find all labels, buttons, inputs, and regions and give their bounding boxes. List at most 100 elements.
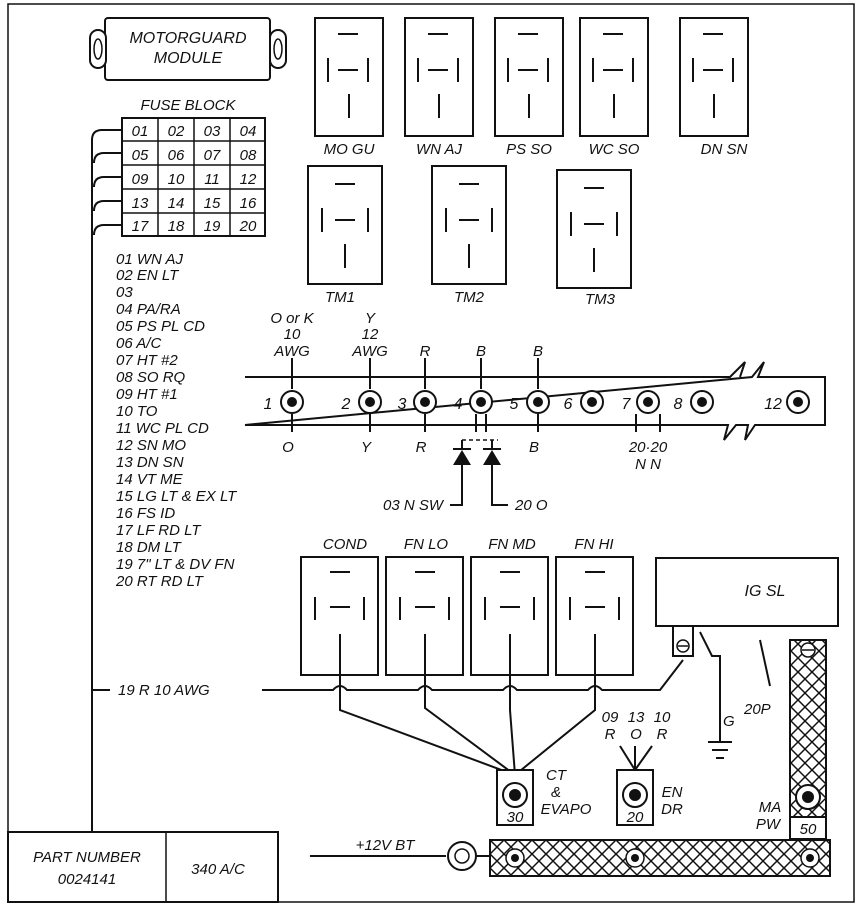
legend-item: 16 FS ID bbox=[116, 505, 175, 522]
fuse-cell: 06 bbox=[168, 147, 185, 164]
awg-label: AWG bbox=[351, 343, 388, 360]
terminal-bottom-labels: O Y R B 20·20 N N bbox=[282, 439, 668, 473]
fuse-cell: 05 bbox=[132, 147, 149, 164]
ma-pw-stud: 50 MA PW bbox=[756, 784, 827, 840]
module-line1: MOTORGUARD bbox=[129, 30, 246, 47]
fuse-cell: 13 bbox=[132, 195, 149, 212]
wire-color-label: R bbox=[420, 343, 431, 360]
wire-color-label: O bbox=[282, 439, 294, 456]
stud-label: EN bbox=[662, 784, 683, 801]
legend-item: 09 HT #1 bbox=[116, 386, 178, 403]
en-wire-num: 10 bbox=[654, 709, 671, 726]
terminal-stud bbox=[690, 390, 714, 414]
relay-tm1: TM1 bbox=[307, 165, 383, 306]
legend-item: 15 LG LT & EX LT bbox=[116, 488, 238, 505]
fuse-cell: 11 bbox=[204, 171, 220, 188]
relay-wn-aj: WN AJ bbox=[404, 17, 474, 158]
ground-label: G bbox=[723, 713, 735, 730]
terminal-stud bbox=[280, 390, 304, 414]
terminal-stud bbox=[786, 390, 810, 414]
stud-label: PW bbox=[756, 816, 782, 833]
wire-color-label: R bbox=[416, 439, 427, 456]
ig-sl-solenoid: IG SL bbox=[655, 557, 839, 657]
en-wire-num: 13 bbox=[628, 709, 645, 726]
part-number-label: PART NUMBER bbox=[33, 849, 141, 866]
relay-label: PS SO bbox=[506, 141, 552, 158]
relay-label: COND bbox=[323, 536, 367, 553]
fuse-cell: 19 bbox=[204, 218, 221, 235]
wire-color-label: Y bbox=[365, 310, 376, 327]
fuse-cell: 16 bbox=[240, 195, 257, 212]
legend-item: 14 VT ME bbox=[116, 471, 184, 488]
terminal-number: 8 bbox=[674, 396, 683, 413]
wire-20p-label: 20P bbox=[743, 701, 771, 718]
relay-label: TM3 bbox=[585, 291, 616, 308]
en-wire-color: O bbox=[630, 726, 642, 743]
fuse-cell: 10 bbox=[168, 171, 185, 188]
legend-item: 08 SO RQ bbox=[116, 369, 186, 386]
relay-label: MO GU bbox=[324, 141, 375, 158]
fuse-cell: 08 bbox=[240, 147, 257, 164]
en-wire-color: R bbox=[657, 726, 668, 743]
en-wire-color: R bbox=[605, 726, 616, 743]
wire-color-label: O or K bbox=[270, 310, 314, 327]
feed-label: 03 N SW bbox=[383, 497, 445, 514]
relay-mo-gu: MO GU bbox=[314, 17, 384, 158]
terminal-strip: 1 2 3 4 5 6 7 8 12 bbox=[244, 358, 826, 441]
relay-label: FN LO bbox=[404, 536, 449, 553]
relay-fn-lo: FN LO bbox=[385, 536, 464, 676]
feed-label: 20 O bbox=[514, 497, 548, 514]
module-line2: MODULE bbox=[154, 50, 223, 67]
fuse-cell: 18 bbox=[168, 218, 185, 235]
ig-sl-label: IG SL bbox=[745, 583, 786, 600]
relay-dn-sn: DN SN bbox=[679, 17, 749, 158]
relay-wc-so: WC SO bbox=[579, 17, 649, 158]
awg-label: AWG bbox=[273, 343, 310, 360]
page-frame bbox=[7, 3, 855, 903]
terminal-number: 4 bbox=[454, 396, 463, 413]
stud-label: DR bbox=[661, 801, 683, 818]
legend-item: 02 EN LT bbox=[116, 267, 180, 284]
terminal-stud bbox=[580, 390, 604, 414]
legend-item: 17 LF RD LT bbox=[116, 522, 202, 539]
relay-tm3: TM3 bbox=[556, 169, 632, 308]
legend-item: 13 DN SN bbox=[116, 454, 184, 471]
wire-19-label: 19 R 10 AWG bbox=[118, 682, 210, 699]
stud-number: 20 bbox=[626, 809, 644, 826]
relay-tm2: TM2 bbox=[431, 165, 507, 306]
gauge-label: 12 bbox=[362, 326, 379, 343]
ground-wire: G 20P bbox=[699, 631, 771, 759]
stud-label: & bbox=[551, 784, 561, 801]
fuse-cell: 14 bbox=[168, 195, 185, 212]
fuse-cell: 03 bbox=[204, 123, 221, 140]
fuse-block-title: FUSE BLOCK bbox=[140, 97, 236, 114]
legend-item: 11 WC PL CD bbox=[116, 420, 209, 437]
terminal-number: 12 bbox=[764, 396, 782, 413]
legend-item: 03 bbox=[116, 284, 133, 301]
battery-label: +12V BT bbox=[356, 837, 417, 854]
terminal-top-labels: O or K Y 10 12 AWG AWG R B B bbox=[270, 310, 543, 360]
terminal-stud bbox=[413, 390, 437, 414]
en-wire-num: 09 bbox=[602, 709, 619, 726]
stud-label: CT bbox=[546, 767, 568, 784]
part-number-box: PART NUMBER 0024141 340 A/C bbox=[7, 831, 279, 903]
fuse-block: FUSE BLOCK 01 02 03 04 05 06 07 08 09 10… bbox=[91, 97, 266, 870]
battery-feed: +12V BT bbox=[310, 837, 490, 871]
relay-label: FN HI bbox=[574, 536, 613, 553]
fuse-cell: 17 bbox=[132, 218, 149, 235]
motorguard-module: MOTORGUARD MODULE bbox=[89, 17, 287, 81]
gauge-label: 10 bbox=[284, 326, 301, 343]
relay-ps-so: PS SO bbox=[494, 17, 564, 158]
wire-color-label: B bbox=[533, 343, 543, 360]
wire-color-label: N N bbox=[635, 456, 661, 473]
terminal-stud bbox=[469, 390, 493, 414]
model-label: 340 A/C bbox=[191, 861, 245, 878]
terminal-stud bbox=[636, 390, 660, 414]
part-number-value: 0024141 bbox=[58, 871, 116, 888]
fuse-cell: 07 bbox=[204, 147, 221, 164]
legend-item: 19 7" LT & DV FN bbox=[116, 556, 235, 573]
wire-color-label: B bbox=[476, 343, 486, 360]
stud-number: 30 bbox=[507, 809, 524, 826]
fuse-cell: 02 bbox=[168, 123, 185, 140]
